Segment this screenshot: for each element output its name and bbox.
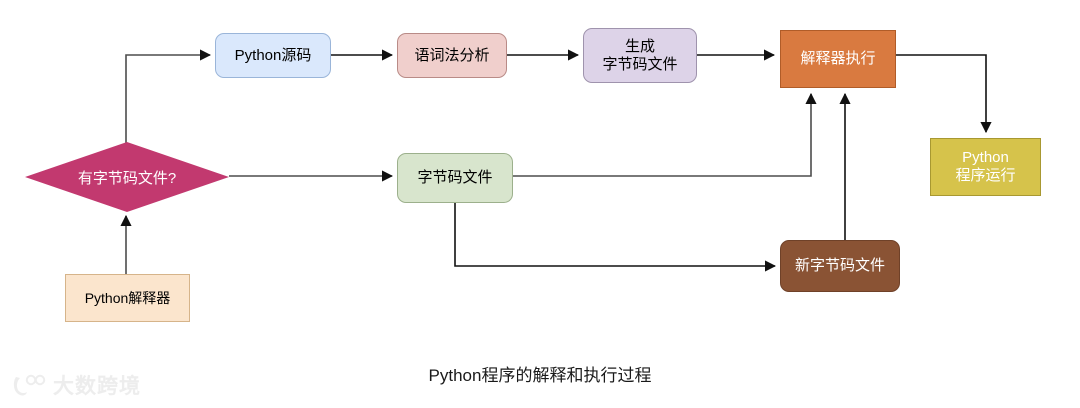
node-bytecode-file-label: 字节码文件	[417, 169, 493, 187]
node-bytecode-file[interactable]: 字节码文件	[397, 153, 513, 203]
node-generate-bytecode[interactable]: 生成 字节码文件	[583, 28, 697, 83]
node-generate-bytecode-label: 生成 字节码文件	[602, 37, 678, 73]
node-python-program-run[interactable]: Python 程序运行	[930, 138, 1041, 196]
node-python-program-run-label: Python 程序运行	[955, 149, 1016, 184]
decision-label: 有字节码文件?	[77, 169, 177, 187]
edge-bytecode-to-new-bytecode	[454, 203, 777, 272]
edge-bytecode-to-exec	[513, 92, 817, 177]
node-interpreter-execute[interactable]: 解释器执行	[780, 30, 896, 88]
edge-decision-to-source	[125, 49, 212, 143]
watermark-logo-icon	[13, 374, 46, 396]
node-python-source-label: Python源码	[234, 46, 312, 64]
node-interpreter-execute-label: 解释器执行	[800, 50, 876, 68]
node-python-interpreter-label: Python解释器	[84, 289, 171, 306]
edge-exec-to-run	[896, 54, 992, 134]
watermark: 大数跨境	[12, 370, 141, 400]
watermark-text: 大数跨境	[53, 374, 141, 398]
diagram-caption: Python程序的解释和执行过程	[428, 366, 652, 385]
node-lexical-analysis-label: 语词法分析	[414, 46, 490, 64]
node-new-bytecode-file[interactable]: 新字节码文件	[780, 240, 900, 292]
node-new-bytecode-file-label: 新字节码文件	[794, 257, 885, 275]
node-lexical-analysis[interactable]: 语词法分析	[397, 33, 507, 78]
diamond-shape	[25, 142, 229, 212]
decision-node-has-bytecode[interactable]: 有字节码文件?	[25, 142, 229, 212]
node-python-source[interactable]: Python源码	[215, 33, 331, 78]
node-python-interpreter[interactable]: Python解释器	[65, 274, 190, 322]
